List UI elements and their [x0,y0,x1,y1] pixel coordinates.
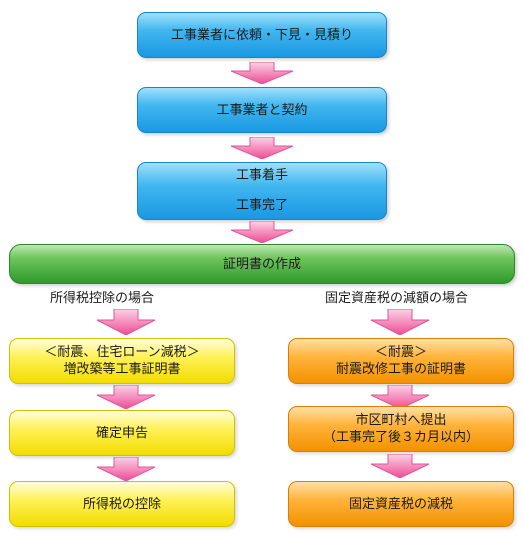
contract-box: 工事業者と契約 [137,87,387,133]
submission-deadline-label: （工事完了後３カ月以内） [322,430,479,445]
arrow-down-icon [230,62,294,84]
arrow-down-icon [230,221,294,243]
arrow-down-icon [370,309,430,335]
certificate-label: 証明書の作成 [222,256,301,272]
municipal-submission-label: 市区町村へ提出 [355,413,447,428]
arrow-down-icon [230,137,294,159]
arrow-down-icon [96,457,156,481]
arrow-down-icon [96,385,156,409]
renovation-certificate-label: 増改築等工事証明書 [63,362,181,377]
retrofit-certificate-label: 耐震改修工事の証明書 [335,362,466,377]
request-estimate-box: 工事業者に依頼・下見・見積り [137,12,387,58]
seismic-label: ＜耐震＞ [374,345,427,360]
property-tax-heading: 固定資産税の減額の場合 [325,291,469,306]
seismic-loan-certificate-box: ＜耐震、住宅ローン減税＞ 増改築等工事証明書 [9,338,235,384]
arrow-down-icon [96,309,156,335]
tax-return-box: 確定申告 [9,410,235,456]
tax-return-label: 確定申告 [95,425,148,441]
property-tax-reduction-box: 固定資産税の減税 [288,481,514,527]
certificate-box: 証明書の作成 [9,244,515,284]
income-tax-heading: 所得税控除の場合 [50,291,155,306]
arrow-down-icon [370,385,430,409]
contract-label: 工事業者と契約 [216,102,308,118]
construction-complete-label: 工事完了 [235,198,288,213]
property-tax-reduction-label: 固定資産税の減税 [348,496,453,512]
seismic-loan-label: ＜耐震、住宅ローン減税＞ [44,345,200,360]
income-tax-deduction-label: 所得税の控除 [82,496,161,512]
seismic-retrofit-certificate-box: ＜耐震＞ 耐震改修工事の証明書 [288,338,514,384]
income-tax-deduction-box: 所得税の控除 [9,481,235,527]
request-estimate-label: 工事業者に依頼・下見・見積り [170,27,353,43]
construction-start-label: 工事着手 [235,168,288,183]
construction-box: 工事着手 工事完了 [137,162,387,220]
arrow-down-icon [370,454,430,478]
municipal-submission-box: 市区町村へ提出 （工事完了後３カ月以内） [288,406,514,452]
